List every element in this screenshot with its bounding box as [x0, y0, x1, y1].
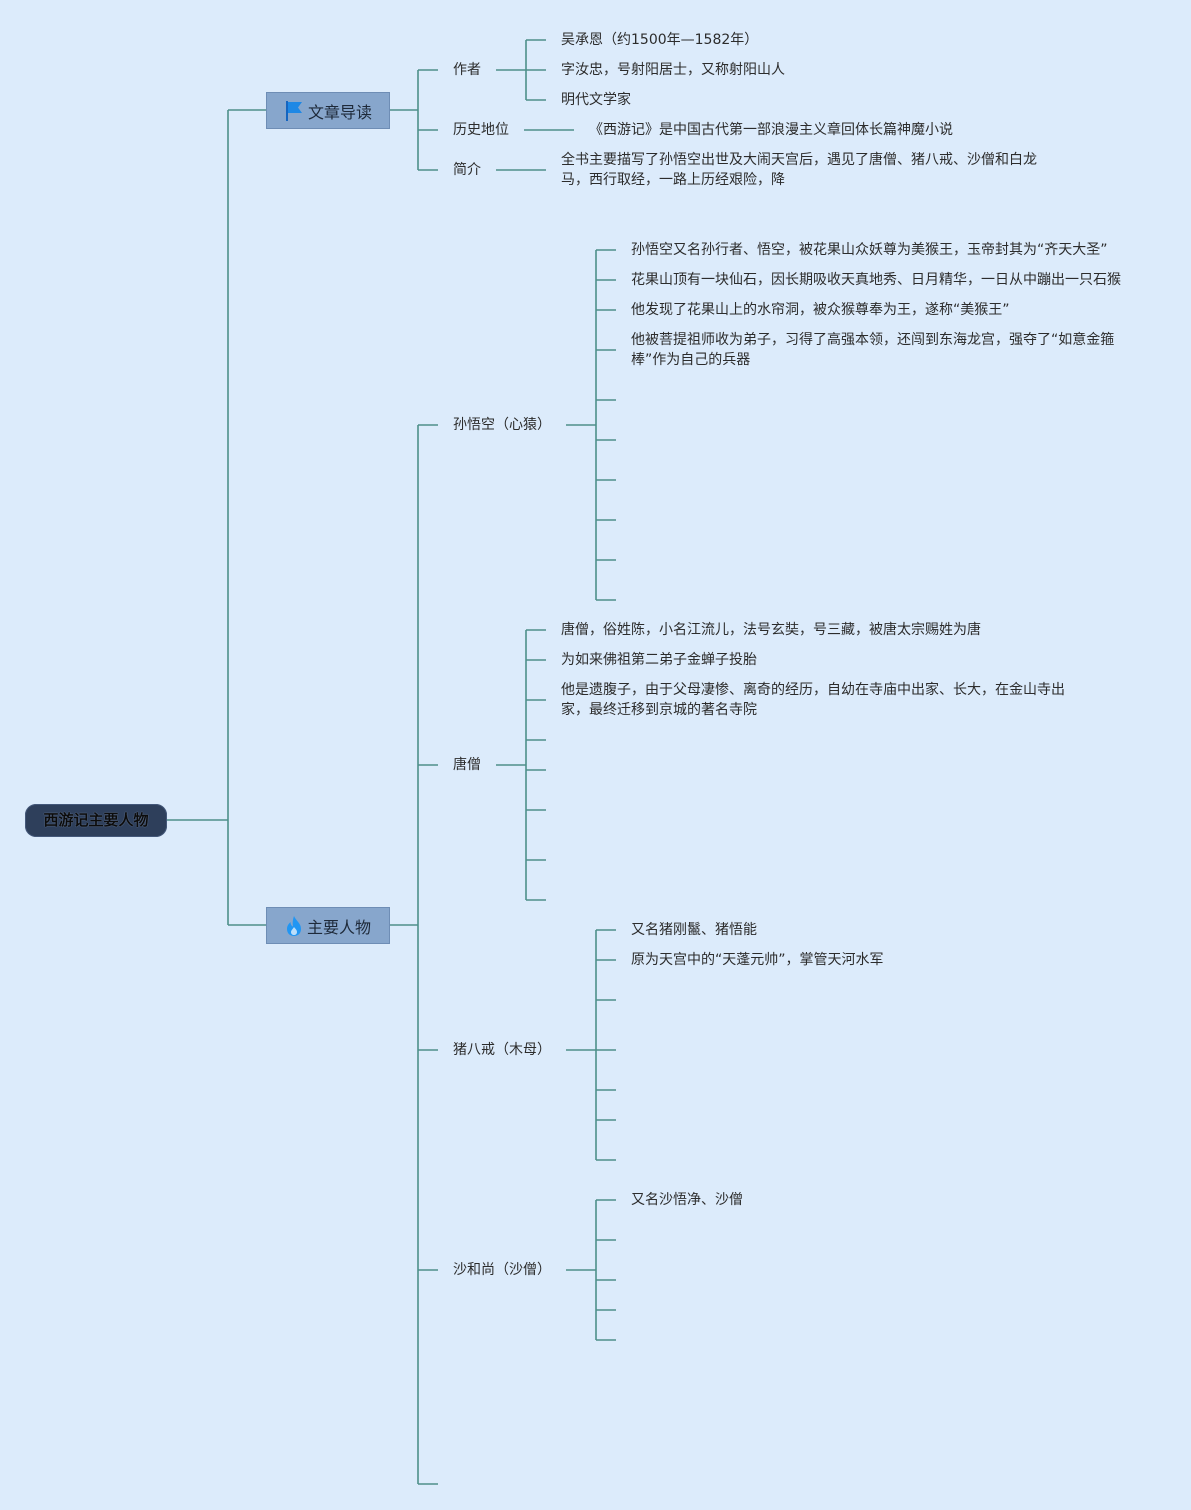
sun-wukong-detail[interactable]: 他被菩提祖师收为弟子，习得了高强本领，还闯到东海龙宫，强夺了“如意金箍棒”作为自… — [631, 332, 1115, 368]
root-node[interactable]: 西游记主要人物 — [25, 804, 167, 837]
zhu-bajie-detail[interactable]: 又名猪刚鬣、猪悟能 — [631, 922, 757, 938]
topic-author[interactable]: 作者 — [453, 62, 481, 78]
author-item[interactable]: 吴承恩（约1500年—1582年） — [561, 32, 759, 48]
topic-summary[interactable]: 简介 — [453, 162, 481, 178]
sun-wukong-detail[interactable]: 他发现了花果山上的水帘洞，被众猴尊奉为王，遂称“美猴王” — [631, 302, 1010, 318]
flag-icon — [284, 100, 304, 122]
zhu-bajie-detail[interactable]: 原为天宫中的“天蓬元帅”，掌管天河水军 — [631, 952, 884, 968]
category-node-characters[interactable]: 主要人物 — [266, 907, 390, 944]
flame-icon — [285, 915, 303, 937]
tang-seng-detail[interactable]: 为如来佛祖第二弟子金蝉子投胎 — [561, 652, 757, 668]
summary-item[interactable]: 全书主要描写了孙悟空出世及大闹天宫后，遇见了唐僧、猪八戒、沙僧和白龙马，西行取经… — [561, 152, 1037, 188]
character-zhu-bajie[interactable]: 猪八戒（木母） — [453, 1042, 551, 1058]
category-label: 主要人物 — [306, 917, 371, 937]
tang-seng-detail[interactable]: 他是遗腹子，由于父母凄惨、离奇的经历，自幼在寺庙中出家、长大，在金山寺出家，最终… — [561, 682, 1065, 718]
sun-wukong-detail[interactable]: 孙悟空又名孙行者、悟空，被花果山众妖尊为美猴王，玉帝封其为“齐天大圣” — [631, 242, 1108, 258]
sun-wukong-detail[interactable]: 花果山顶有一块仙石，因长期吸收天真地秀、日月精华，一日从中蹦出一只石猴 — [631, 272, 1121, 288]
position-item[interactable]: 《西游记》是中国古代第一部浪漫主义章回体长篇神魔小说 — [589, 122, 953, 138]
tang-seng-detail[interactable]: 唐僧，俗姓陈，小名江流儿，法号玄奘，号三藏，被唐太宗赐姓为唐 — [561, 622, 981, 638]
character-tang-seng[interactable]: 唐僧 — [453, 757, 481, 773]
author-item[interactable]: 字汝忠，号射阳居士，又称射阳山人 — [561, 62, 785, 78]
character-sun-wukong[interactable]: 孙悟空（心猿） — [453, 417, 551, 433]
sha-heshang-detail[interactable]: 又名沙悟净、沙僧 — [631, 1192, 743, 1208]
category-label: 文章导读 — [307, 102, 372, 122]
character-sha-heshang[interactable]: 沙和尚（沙僧） — [453, 1262, 551, 1278]
root-title: 西游记主要人物 — [43, 811, 149, 829]
author-item[interactable]: 明代文学家 — [561, 92, 631, 108]
topic-historical-position[interactable]: 历史地位 — [453, 122, 509, 138]
category-node-intro[interactable]: 文章导读 — [266, 92, 390, 129]
